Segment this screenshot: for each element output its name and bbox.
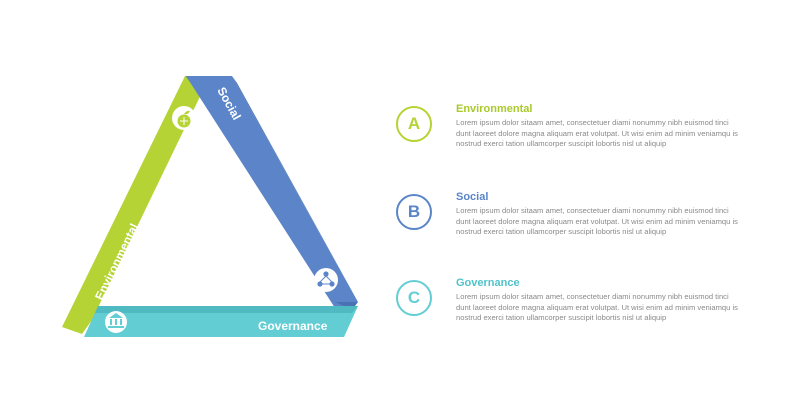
item-title-social: Social [456, 191, 489, 203]
item-social: B Social Lorem ipsum dolor sitaam amet, … [394, 188, 784, 248]
item-environmental: A Environmental Lorem ipsum dolor sitaam… [394, 100, 784, 160]
item-title-environmental: Environmental [456, 103, 533, 115]
badge-c: C [396, 280, 432, 316]
item-governance: C Governance Lorem ipsum dolor sitaam am… [394, 274, 784, 334]
bank-building-icon [105, 311, 127, 333]
badge-a: A [396, 106, 432, 142]
badge-b: B [396, 194, 432, 230]
item-body-governance: Lorem ipsum dolor sitaam amet, consectet… [456, 292, 738, 322]
item-body-environmental: Lorem ipsum dolor sitaam amet, consectet… [456, 118, 738, 148]
governance-segment-label: Governance [258, 319, 328, 333]
governance-segment: Governance [84, 306, 358, 337]
environmental-segment: Environmental [62, 76, 208, 334]
social-segment: Social [186, 76, 358, 310]
people-network-icon [314, 268, 338, 292]
esg-triangle-diagram: Environmental Social Governance [62, 76, 358, 337]
apple-icon [172, 106, 196, 130]
item-title-governance: Governance [456, 277, 520, 289]
item-body-social: Lorem ipsum dolor sitaam amet, consectet… [456, 206, 738, 236]
